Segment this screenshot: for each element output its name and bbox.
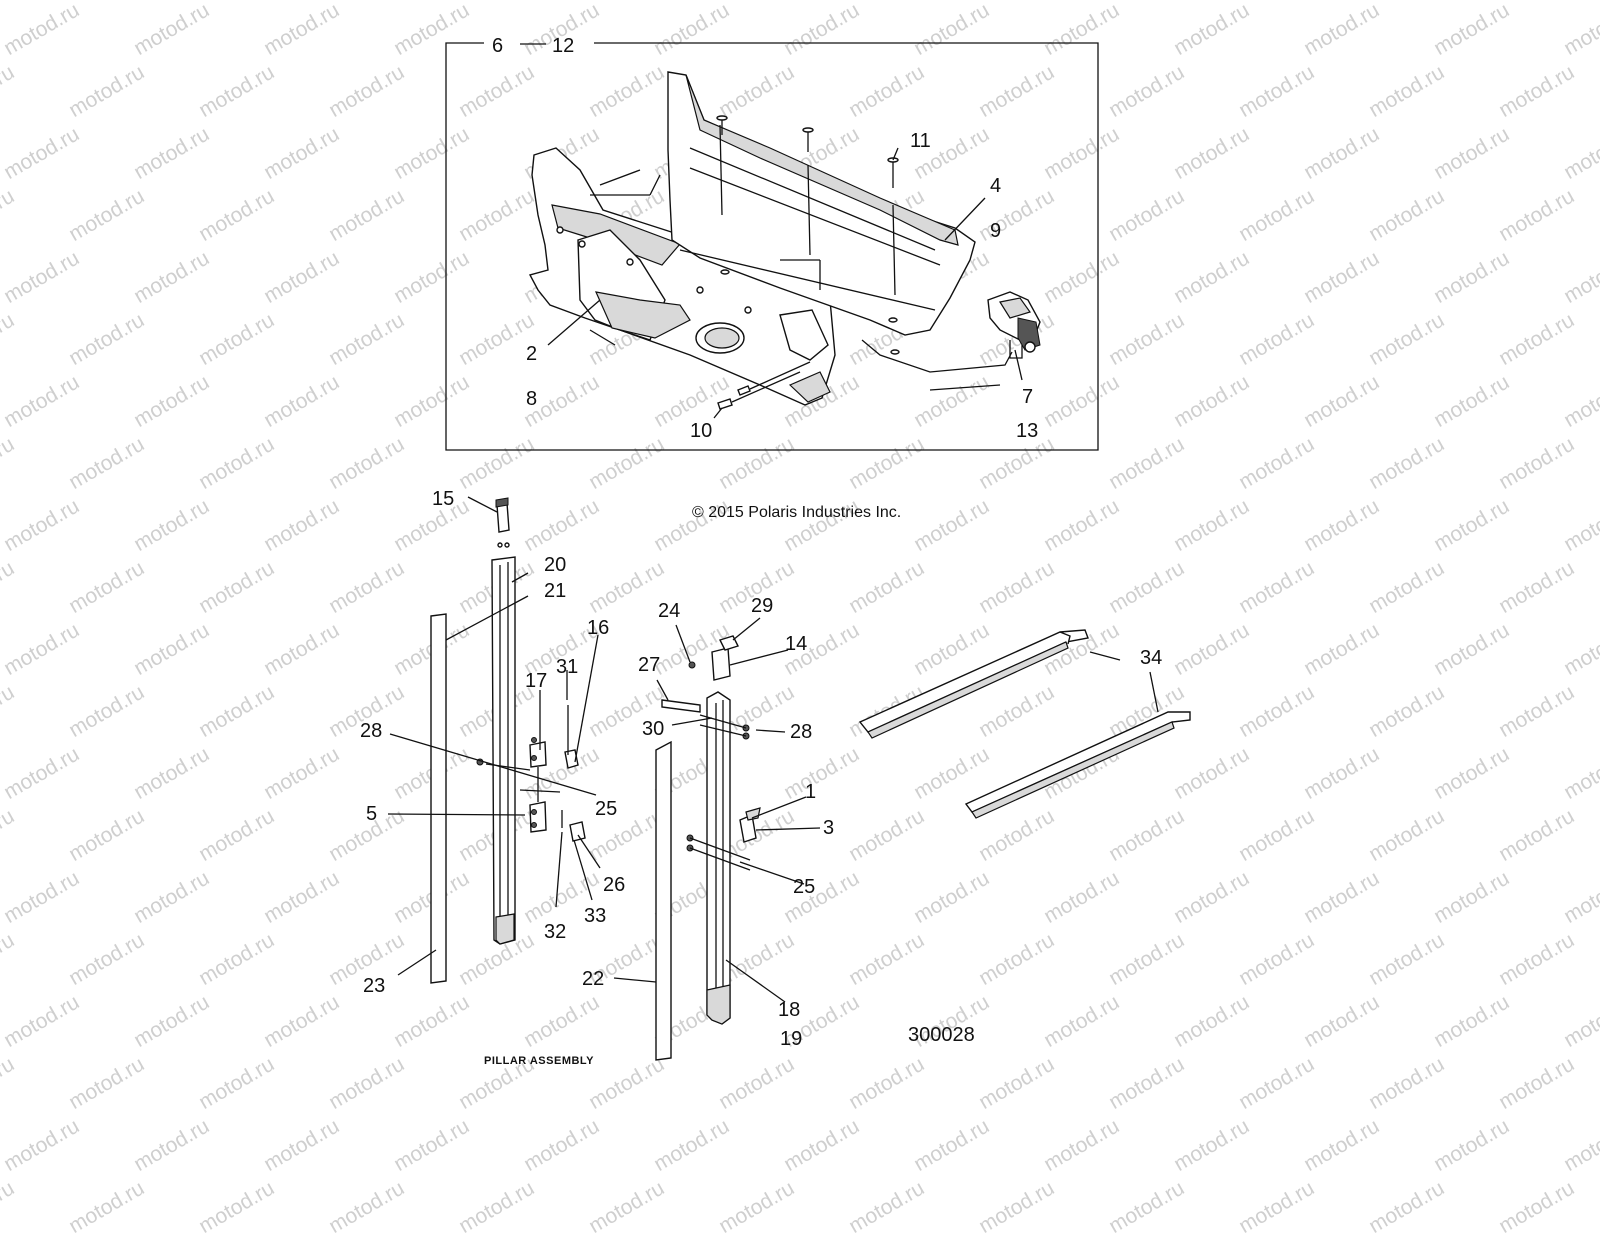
door-rails: [858, 629, 1191, 819]
callout-25-left: 25: [595, 798, 617, 820]
copyright-notice: © 2015 Polaris Industries Inc.: [692, 504, 901, 521]
screws: [717, 361, 811, 410]
callout-7: 7: [1022, 386, 1033, 408]
callout-26: 26: [603, 874, 625, 896]
dash-panel: [528, 147, 836, 406]
callout-22: 22: [582, 968, 604, 990]
diagram-id: 300028: [908, 1024, 975, 1046]
parts-diagram: 6 12: [360, 35, 1191, 1067]
callout-13: 13: [1016, 420, 1038, 442]
callout-14: 14: [785, 633, 807, 655]
callout-17: 17: [525, 670, 547, 692]
callout-24: 24: [658, 600, 680, 622]
callout-28-right: 28: [790, 721, 812, 743]
callout-2: 2: [526, 343, 537, 365]
callout-5: 5: [366, 803, 377, 825]
callout-28-left: 28: [360, 720, 382, 742]
latch-assembly: [861, 291, 1041, 391]
callout-3: 3: [823, 817, 834, 839]
upper-assembly-box: 6 12: [445, 35, 1099, 451]
callout-33: 33: [584, 905, 606, 927]
callout-32: 32: [544, 921, 566, 943]
dash-tray: [599, 71, 976, 355]
callout-12: 12: [552, 35, 574, 57]
callout-21: 21: [544, 580, 566, 602]
callout-9: 9: [990, 220, 1001, 242]
callout-25-right: 25: [793, 876, 815, 898]
right-pillar: [613, 617, 821, 1061]
callout-11: 11: [910, 130, 931, 152]
callout-27: 27: [638, 654, 660, 676]
callout-15: 15: [432, 488, 454, 510]
callout-23: 23: [363, 975, 385, 997]
callout-31: 31: [556, 656, 578, 678]
callout-18: 18: [778, 999, 800, 1021]
callout-4: 4: [990, 175, 1001, 197]
callout-19: 19: [780, 1028, 802, 1050]
fastener-rivets: [716, 115, 900, 355]
left-pillar: [387, 496, 601, 984]
callout-30: 30: [642, 718, 664, 740]
callout-8: 8: [526, 388, 537, 410]
callout-6: 6: [492, 35, 503, 57]
callout-20: 20: [544, 554, 566, 576]
callout-29: 29: [751, 595, 773, 617]
callout-1: 1: [805, 781, 816, 803]
callout-34: 34: [1140, 647, 1162, 669]
left-hinges: [476, 705, 586, 842]
callout-10: 10: [690, 420, 712, 442]
pillar-assembly-label: PILLAR ASSEMBLY: [484, 1055, 594, 1067]
callout-16: 16: [587, 617, 609, 639]
